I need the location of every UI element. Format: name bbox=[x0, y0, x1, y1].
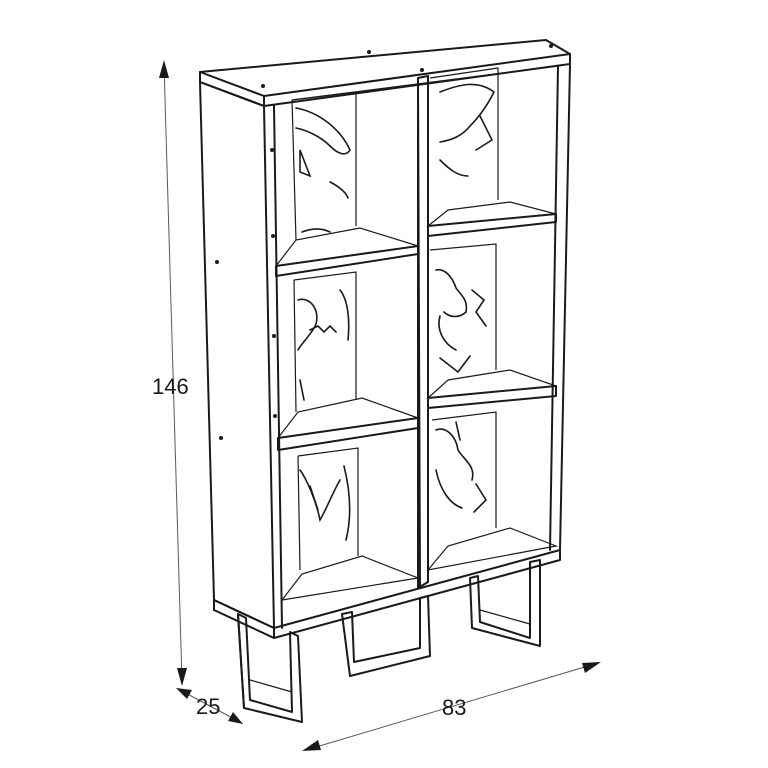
depth-arrow-right bbox=[228, 712, 243, 724]
screw-hole bbox=[367, 50, 371, 54]
depth-dimension: 25 bbox=[176, 688, 243, 724]
depth-arrow-left bbox=[176, 688, 192, 699]
left-side-panel bbox=[199, 81, 275, 629]
screw-hole bbox=[272, 334, 276, 338]
leaf-pattern bbox=[295, 83, 496, 541]
height-arrow-bottom bbox=[177, 668, 187, 686]
width-dimension: 83 bbox=[302, 662, 601, 751]
width-arrow-left bbox=[302, 740, 321, 751]
screw-hole bbox=[420, 68, 424, 72]
leg-middle bbox=[341, 595, 431, 677]
height-label: 146 bbox=[152, 374, 189, 399]
screw-hole bbox=[271, 234, 275, 238]
shelf-upper-left bbox=[275, 245, 419, 277]
shelf-middle-right bbox=[427, 385, 557, 409]
screw-hole bbox=[261, 84, 265, 88]
screw-hole bbox=[273, 414, 277, 418]
screw-hole bbox=[219, 436, 223, 440]
bottom-panel-front bbox=[273, 549, 561, 639]
width-dimension-line bbox=[305, 662, 599, 751]
width-label: 83 bbox=[442, 695, 466, 720]
depth-dimension-line bbox=[179, 689, 241, 723]
back-panel-cutouts bbox=[291, 67, 499, 571]
height-dimension-line bbox=[163, 63, 183, 683]
width-arrow-right bbox=[582, 662, 601, 673]
screw-hole bbox=[270, 148, 274, 152]
legs bbox=[237, 559, 541, 723]
depth-label: 25 bbox=[196, 694, 220, 719]
leg-right bbox=[469, 559, 541, 647]
screw-hole bbox=[215, 260, 219, 264]
height-dimension: 146 bbox=[152, 60, 189, 686]
bookshelf bbox=[199, 39, 571, 723]
height-arrow-top bbox=[159, 60, 169, 78]
shelf-middle-left bbox=[277, 417, 419, 451]
shelf-upper-right bbox=[427, 213, 557, 237]
screw-hole bbox=[549, 44, 553, 48]
leg-left bbox=[237, 613, 303, 723]
